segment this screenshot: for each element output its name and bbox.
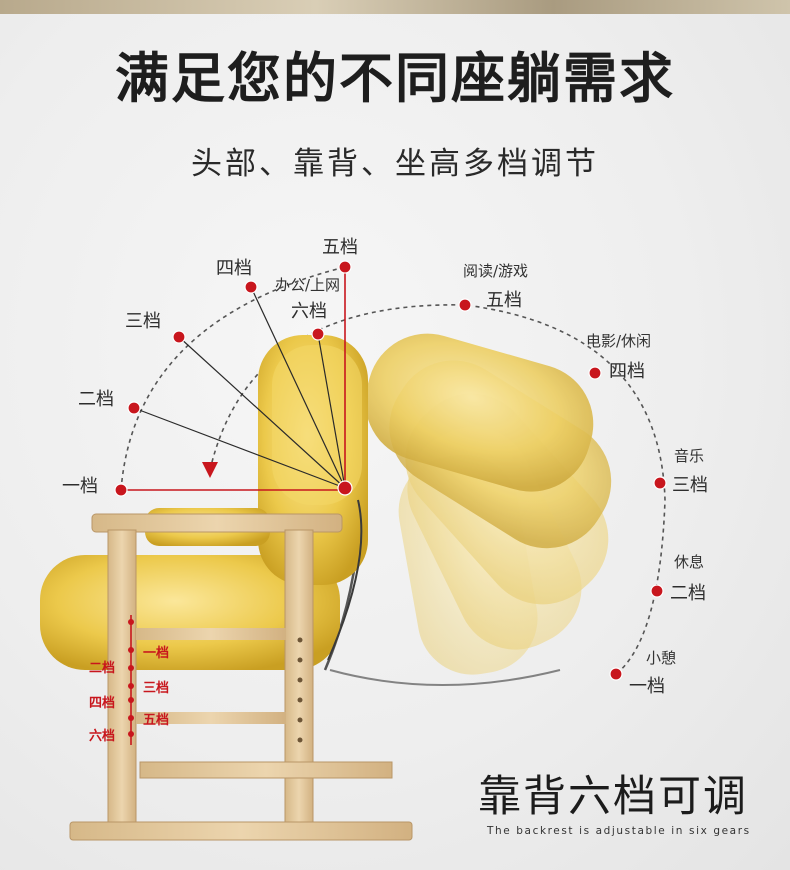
seat-height-gear-2: 二档 [89,661,116,676]
backrest-mode-2: 休息 [674,553,705,571]
headrest-gear-4: 四档 [216,258,252,279]
backrest-gear-5: 五档 [486,290,522,311]
headrest-gear-1: 一档 [62,476,98,497]
gear-dots [114,260,667,681]
caption: 靠背六档可调 [478,772,748,822]
backrest-mode-3: 音乐 [674,447,705,465]
seat-height-gear-4: 四档 [89,696,116,711]
wood-frame [69,513,413,841]
headrest-gear-2: 二档 [78,389,114,410]
headrest-mode-label: 办公/上网 [275,276,341,294]
headrest-arc [120,266,346,491]
backrest-gear-3: 三档 [672,475,708,496]
backrest-mode-4: 电影/休闲 [586,332,652,350]
backrest-gear-1: 一档 [629,676,665,697]
headrest-gear-lines [133,286,346,489]
headline: 满足您的不同座躺需求 [115,47,675,110]
seat-height-gear-5: 五档 [143,713,170,728]
backrest-gear-2: 二档 [670,583,706,604]
arc-arrow-head [202,462,218,478]
top-photo-strip [0,0,790,14]
caption-english: The backrest is adjustable in six gears [487,825,751,837]
seat-height-gear-1: 一档 [143,646,170,661]
subhead: 头部、靠背、坐高多档调节 [191,146,599,182]
backrest-fan [323,333,612,686]
red-guide-lines [121,267,346,745]
headrest-gear-3: 三档 [125,311,161,332]
sixth-gear-label: 六档 [291,301,327,322]
backrest-gear-4: 四档 [609,361,645,382]
backrest-mode-5: 阅读/游戏 [463,262,529,280]
backrest-mode-1: 小憩 [646,649,677,667]
headrest-gear-5: 五档 [322,237,358,258]
seat-height-dots [128,619,134,737]
seat-height-gear-6: 六档 [89,729,116,744]
seat-height-gear-3: 三档 [143,681,170,696]
